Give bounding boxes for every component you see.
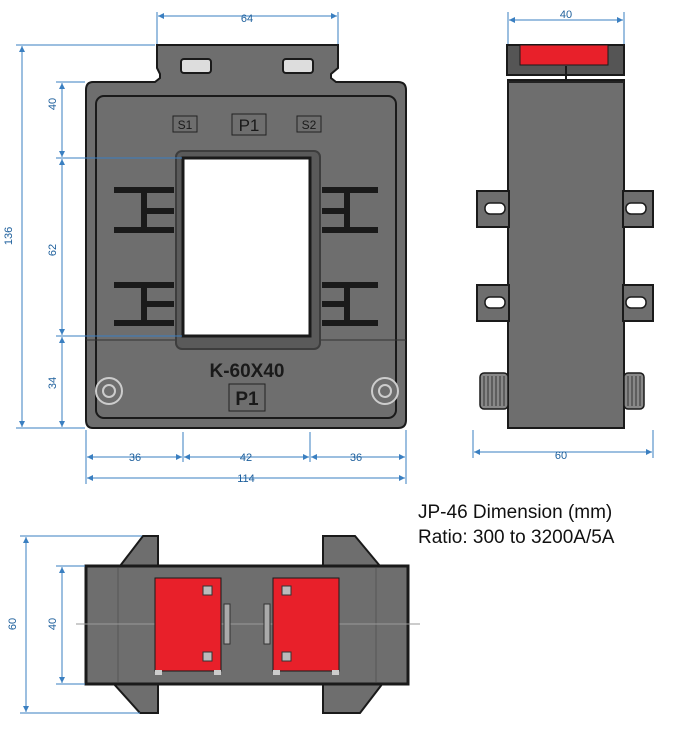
front-view: S1 P1 S2 K-60X40 P1 [85, 44, 407, 429]
bottom-p1-label: P1 [235, 389, 259, 410]
model-label: K-60X40 [210, 361, 285, 382]
side-clip-left-lower [476, 284, 510, 322]
side-knurled-screw-right [623, 372, 645, 410]
drawing-title: JP-46 Dimension (mm) Ratio: 300 to 3200A… [418, 500, 614, 550]
terminal-p1-box [231, 113, 267, 136]
dim-left-margin: 36 [129, 452, 141, 464]
terminal-p1-label: P1 [239, 116, 260, 135]
bracket-left-upper [114, 187, 174, 233]
dim-upper-height: 40 [47, 98, 59, 110]
bottom-view [76, 535, 420, 714]
dim-side-top: 40 [560, 9, 572, 21]
dim-bottom-outer: 60 [7, 618, 19, 630]
primary-window [181, 156, 312, 338]
terminal-s2-box [296, 115, 322, 133]
bracket-left-lower [114, 282, 174, 326]
terminal-s2-label: S2 [302, 118, 317, 132]
dim-window-width: 42 [240, 452, 252, 464]
bottom-center-pin-left [223, 603, 231, 645]
bottom-clip-bottom-left [110, 682, 159, 714]
title-line-2: Ratio: 300 to 3200A/5A [418, 527, 615, 548]
bracket-right-upper [322, 187, 378, 233]
dim-lower-height: 34 [47, 377, 59, 389]
dim-right-margin: 36 [350, 452, 362, 464]
side-clip-left-upper [476, 190, 510, 228]
bottom-p1-box [228, 383, 266, 412]
bottom-center-pin-right [263, 603, 271, 645]
dim-total-height: 136 [3, 227, 15, 245]
bottom-clip-top-left [117, 535, 159, 567]
bottom-clip-bottom-right [322, 682, 386, 714]
bottom-dimensions: 60 40 [7, 535, 142, 714]
side-top-red-terminal [519, 44, 609, 66]
mounting-slot-right [282, 58, 314, 74]
bracket-right-lower [322, 282, 378, 326]
side-clip-right-lower [622, 284, 654, 322]
front-inner-rim [95, 95, 397, 419]
dim-window-height: 62 [47, 244, 59, 256]
dim-side-bottom: 60 [555, 450, 567, 462]
dim-top-width: 64 [241, 13, 253, 25]
side-body [507, 79, 625, 429]
terminal-s1-box [172, 115, 198, 133]
screw-left [95, 377, 123, 405]
bottom-clip-top-right [322, 535, 383, 567]
dim-bottom-inner: 40 [47, 618, 59, 630]
bottom-body [84, 564, 410, 686]
screw-right [371, 377, 399, 405]
side-clip-right-upper [622, 190, 654, 228]
title-line-1: JP-46 Dimension (mm) [418, 502, 613, 523]
side-dimensions: 40 60 [472, 9, 654, 462]
side-knurled-screw-left [479, 372, 509, 410]
terminal-s1-label: S1 [178, 118, 193, 132]
side-view [476, 44, 654, 429]
dim-total-width: 114 [237, 473, 255, 485]
mounting-slot-left [180, 58, 212, 74]
front-dimensions: 64 136 40 62 34 36 42 36 114 [3, 12, 407, 485]
